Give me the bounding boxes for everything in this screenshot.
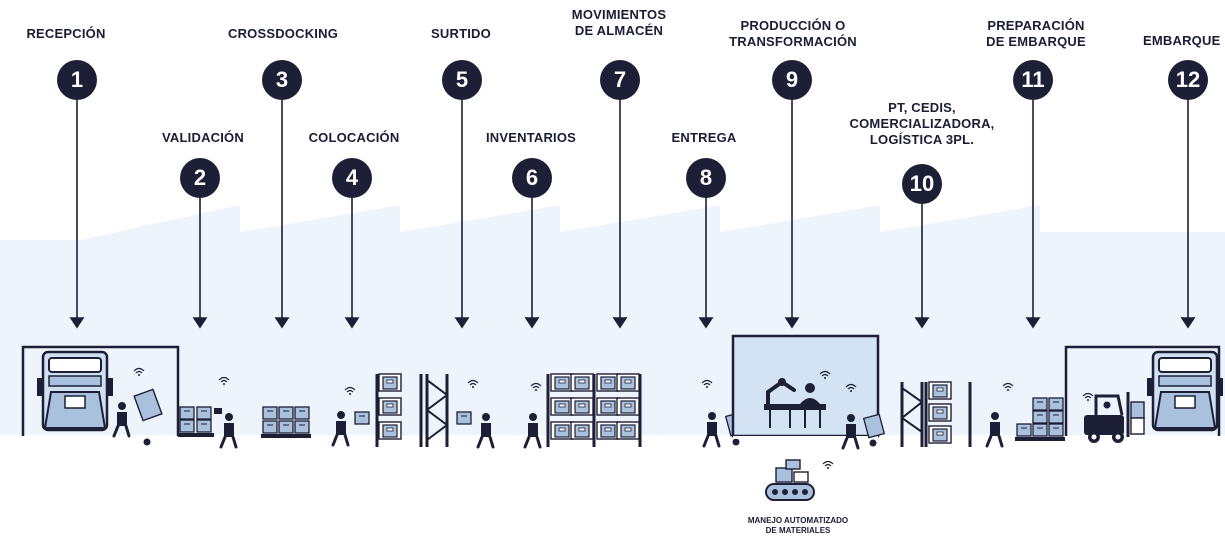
step-4-number: 4 [332, 158, 372, 198]
step-6-label: INVENTARIOS [485, 130, 577, 145]
step-5-number: 5 [442, 60, 482, 100]
step-1-number: 1 [57, 60, 97, 100]
step-8-label: ENTREGA [671, 130, 737, 145]
step-2-label: VALIDACIÓN [162, 130, 244, 145]
forklift [1084, 392, 1145, 443]
step-1-label: RECEPCIÓN [26, 26, 106, 41]
step-12-number: 12 [1168, 60, 1208, 100]
step-6-number: 6 [512, 158, 552, 198]
step-3-number: 3 [262, 60, 302, 100]
step-8-number: 8 [686, 158, 726, 198]
step-4-label: COLOCACIÓN [308, 130, 400, 145]
pallet-boxes [178, 406, 214, 437]
step-7-number: 7 [600, 60, 640, 100]
step-9-number: 9 [772, 60, 812, 100]
step-10-number: 10 [902, 164, 942, 204]
step-3-label: CROSSDOCKING [227, 26, 339, 41]
step-2-number: 2 [180, 158, 220, 198]
step-5-label: SURTIDO [431, 26, 491, 41]
step-11-number: 11 [1013, 60, 1053, 100]
step-12-label: EMBARQUE [1143, 33, 1221, 48]
step-10-label: PT, CEDIS,COMERCIALIZADORA,LOGÍSTICA 3PL… [849, 100, 995, 147]
